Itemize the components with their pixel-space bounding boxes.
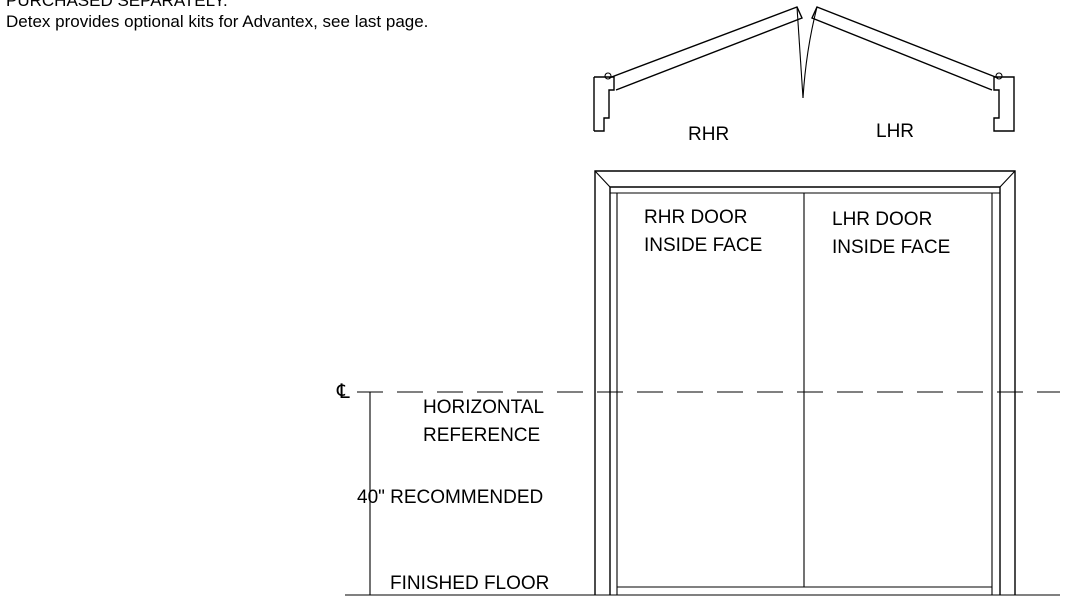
lhr-door-label-1: LHR DOOR: [832, 209, 932, 230]
plan-label-lhr: LHR: [876, 121, 914, 142]
horizontal-reference-label-2: REFERENCE: [423, 425, 540, 446]
rhr-door-label-2: INSIDE FACE: [644, 235, 762, 256]
frame-miter-left: [594, 170, 611, 188]
frame-miter-right: [999, 170, 1016, 188]
horizontal-reference-label-1: HORIZONTAL: [423, 397, 544, 418]
outer-frame: [594, 170, 1016, 595]
rhr-door-leaf: [608, 6, 803, 91]
plan-view: RHR LHR: [593, 6, 1015, 145]
lhr-door-leaf: [811, 6, 999, 91]
lhr-swing-arc: [802, 6, 818, 99]
height-note: 40" RECOMMENDED: [357, 487, 543, 508]
rhr-swing-arc: [796, 6, 804, 99]
rhr-door-label-1: RHR DOOR: [644, 207, 747, 228]
elevation-view: RHR DOOR INSIDE FACE LHR DOOR INSIDE FAC…: [594, 170, 1016, 595]
right-hinge-pivot: [995, 72, 1003, 80]
plan-label-rhr: RHR: [688, 124, 729, 145]
left-hinge-pivot: [604, 72, 612, 80]
left-jamb-bracket: [594, 76, 615, 132]
lhr-door-label-2: INSIDE FACE: [832, 237, 950, 258]
header-top-text: PURCHASED SEPARATELY.: [6, 0, 228, 10]
centerline-symbol: ℄: [336, 379, 350, 403]
right-jamb-bracket: [993, 76, 1015, 132]
header-note: Detex provides optional kits for Advante…: [6, 12, 429, 31]
inner-frame: [609, 186, 1001, 595]
reference-dimension: ℄ HORIZONTAL REFERENCE 40" RECOMMENDED F…: [336, 379, 1060, 596]
left-jamb-bracket-outer: [593, 76, 604, 131]
finished-floor-label: FINISHED FLOOR: [390, 573, 549, 594]
